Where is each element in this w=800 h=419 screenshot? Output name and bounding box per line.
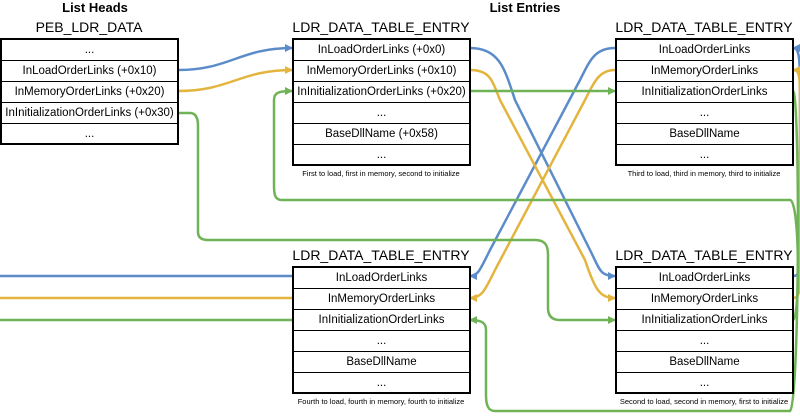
- entry2-row-ellipsis-2: ...: [699, 377, 710, 389]
- init-link-entry3-to-entry4: [469, 89, 800, 413]
- list-entries-heading: List Entries: [489, 0, 561, 15]
- entry3-row-inmemoryorderlinks: InMemoryOrderLinks: [617, 61, 792, 82]
- memory-link-entry1-to-entry2: [469, 68, 616, 302]
- entry3-row-ininitializationorderlinks: InInitializationOrderLinks: [617, 82, 792, 103]
- entry1-row-ellipsis-1: ...: [294, 103, 469, 124]
- entry4-row-inloadorderlinks: InLoadOrderLinks: [294, 268, 469, 289]
- entry1-row-inmemoryorderlinks: InMemoryOrderLinks (+0x10): [294, 61, 469, 82]
- entry4-title: LDR_DATA_TABLE_ENTRY: [292, 247, 470, 263]
- peb-row-ellipsis-bottom: ...: [84, 128, 95, 140]
- entry4-caption: Fourth to load, fourth in memory, fourth…: [297, 397, 465, 406]
- load-link-peb-to-entry1: [177, 44, 293, 72]
- peb-row-inmemoryorderlinks: InMemoryOrderLinks (+0x20): [2, 82, 177, 103]
- entry3-row-inloadorderlinks: InLoadOrderLinks: [617, 40, 792, 61]
- init-link-peb-to-entry2: [178, 111, 616, 324]
- entry4-row-basedllname: BaseDllName: [294, 352, 469, 373]
- memory-link-entry3-to-entry4: [469, 68, 616, 302]
- entry1-row-inloadorderlinks: InLoadOrderLinks (+0x0): [294, 40, 469, 61]
- peb-ldr-data-title: PEB_LDR_DATA: [35, 19, 143, 35]
- entry4-row-inmemoryorderlinks: InMemoryOrderLinks: [294, 289, 469, 310]
- entry2-box: InLoadOrderLinks InMemoryOrderLinks InIn…: [615, 266, 794, 394]
- peb-ldr-data-box: ... InLoadOrderLinks (+0x10) InMemoryOrd…: [0, 38, 179, 145]
- entry1-box: InLoadOrderLinks (+0x0) InMemoryOrderLin…: [292, 38, 471, 166]
- entry1-title: LDR_DATA_TABLE_ENTRY: [292, 19, 470, 35]
- peb-row-inloadorderlinks: InLoadOrderLinks (+0x10): [2, 61, 177, 82]
- load-link-entry1-to-entry2: [469, 46, 616, 280]
- entry3-title: LDR_DATA_TABLE_ENTRY: [615, 19, 793, 35]
- entry3-box: InLoadOrderLinks InMemoryOrderLinks InIn…: [615, 38, 794, 166]
- entry3-row-basedllname: BaseDllName: [617, 124, 792, 145]
- peb-row-ininitializationorderlinks: InInitializationOrderLinks (+0x30): [2, 103, 177, 124]
- entry1-row-ellipsis-2: ...: [376, 149, 387, 161]
- entry2-row-basedllname: BaseDllName: [617, 352, 792, 373]
- peb-row-ellipsis-top: ...: [2, 40, 177, 61]
- entry4-row-ellipsis-2: ...: [376, 377, 387, 389]
- entry2-title: LDR_DATA_TABLE_ENTRY: [615, 247, 793, 263]
- entry1-caption: First to load, first in memory, second t…: [302, 169, 460, 178]
- entry3-row-ellipsis-2: ...: [699, 149, 710, 161]
- entry2-row-inmemoryorderlinks: InMemoryOrderLinks: [617, 289, 792, 310]
- entry2-row-ininitializationorderlinks: InInitializationOrderLinks: [617, 310, 792, 331]
- memory-link-peb-to-entry1: [177, 66, 293, 93]
- entry4-box: InLoadOrderLinks InMemoryOrderLinks InIn…: [292, 266, 471, 394]
- entry3-row-ellipsis-1: ...: [617, 103, 792, 124]
- entry2-row-inloadorderlinks: InLoadOrderLinks: [617, 268, 792, 289]
- entry4-row-ellipsis-1: ...: [294, 331, 469, 352]
- list-heads-heading: List Heads: [62, 0, 128, 15]
- entry4-row-ininitializationorderlinks: InInitializationOrderLinks: [294, 310, 469, 331]
- entry3-caption: Third to load, third in memory, third to…: [627, 169, 781, 178]
- entry1-row-basedllname: BaseDllName (+0x58): [294, 124, 469, 145]
- entry1-row-ininitializationorderlinks: InInitializationOrderLinks (+0x20): [294, 82, 469, 103]
- entry2-caption: Second to load, second in memory, first …: [619, 397, 789, 406]
- entry2-row-ellipsis-1: ...: [617, 331, 792, 352]
